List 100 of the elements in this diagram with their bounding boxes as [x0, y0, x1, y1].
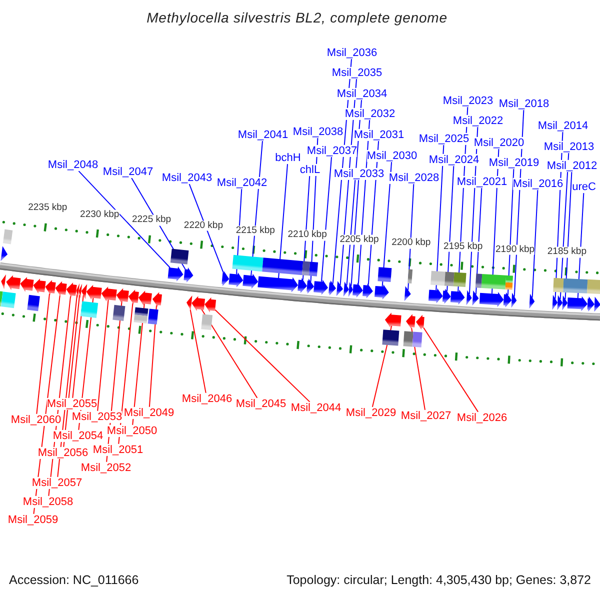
gene-label: Msil_2026 — [456, 412, 508, 424]
gene-label: Msil_2030 — [366, 150, 418, 162]
gene-label: Msil_2018 — [498, 98, 550, 110]
gene-block — [314, 280, 328, 295]
leader-line — [302, 176, 310, 280]
gene-block — [404, 286, 411, 302]
gene-label: bchH — [275, 152, 301, 164]
gene-label: Msil_2053 — [72, 410, 122, 424]
gene-block — [33, 278, 46, 294]
gene-label: Msil_2034 — [336, 88, 388, 100]
leader-line — [188, 184, 224, 274]
gene-label: Msil_2014 — [538, 120, 588, 132]
leader-line — [475, 188, 482, 295]
gene-label: Msil_2046 — [182, 392, 232, 406]
gene-block — [384, 312, 402, 328]
leader-line — [36, 293, 50, 414]
gene-block — [138, 290, 152, 306]
gene-block — [116, 288, 129, 304]
gene-block — [204, 297, 216, 312]
gene-label: Msil_2049 — [124, 406, 174, 420]
leader-line — [278, 164, 288, 279]
gene-label: Msil_2024 — [428, 154, 480, 166]
leader-line — [132, 303, 145, 426]
scale-label: 2200 kbp — [392, 238, 431, 249]
gene-label: Msil_2022 — [452, 114, 504, 128]
leader-line — [320, 156, 332, 282]
gene-label: Msil_2056 — [38, 446, 88, 460]
gene-label: Msil_2042 — [216, 176, 268, 190]
gene-label: Msil_2044 — [290, 402, 342, 414]
gene-label: Msil_2055 — [46, 398, 98, 410]
gene-block — [20, 276, 34, 292]
leader-line — [408, 184, 414, 290]
gene-block — [152, 292, 162, 308]
gene-block — [529, 294, 535, 309]
leader-line — [201, 309, 258, 398]
scale-label: 2230 kbp — [80, 209, 120, 220]
gene-block — [362, 283, 373, 298]
gene-label: Msil_2041 — [238, 128, 288, 142]
gene-block — [222, 271, 230, 286]
leader-line — [372, 325, 392, 408]
gene-block — [552, 294, 558, 310]
gene-block — [594, 296, 600, 312]
gene-label: Msil_2052 — [80, 462, 132, 474]
leader-line — [423, 327, 479, 412]
gene-block — [128, 290, 139, 304]
gene-label: Msil_2012 — [546, 160, 598, 172]
leader-line — [63, 294, 80, 448]
gene-label: Msil_2019 — [488, 156, 540, 170]
gene-label: Msil_2059 — [8, 514, 58, 526]
gene-label: Msil_2047 — [102, 166, 154, 178]
leader-line — [131, 178, 186, 270]
gene-block — [45, 280, 56, 295]
gene-label: Msil_2037 — [306, 144, 358, 158]
gene-label: Msil_2045 — [236, 398, 286, 410]
gene-label: Msil_2029 — [346, 406, 396, 420]
scale-label: 2185 kbp — [547, 247, 586, 258]
gene-label: Msil_2025 — [418, 132, 470, 146]
leader-line — [446, 166, 454, 292]
gene-block — [416, 314, 424, 330]
leader-line — [97, 299, 109, 412]
gene-label: Msil_2057 — [32, 476, 82, 490]
leader-line — [148, 304, 158, 408]
gene-block — [101, 286, 117, 302]
title: Methylocella silvestris BL2, complete genome — [146, 10, 448, 26]
leader-line — [72, 294, 84, 398]
gene-label: Msil_2038 — [292, 126, 344, 138]
scale-label: 2220 kbp — [184, 220, 223, 232]
scale-label: 2205 kbp — [340, 234, 379, 245]
scale-label: 2195 kbp — [444, 242, 483, 252]
gene-block — [511, 292, 517, 308]
gene-block — [242, 274, 258, 289]
leader-line — [532, 190, 538, 298]
gene-block — [258, 276, 298, 292]
gene-block — [587, 296, 595, 312]
leader-line — [78, 170, 170, 268]
gene-block — [55, 281, 67, 296]
scale-label: 2225 kbp — [132, 215, 172, 226]
gene-block — [442, 288, 451, 304]
leader-line — [382, 162, 392, 287]
gene-block — [503, 292, 512, 308]
gene-block — [168, 266, 184, 282]
gene-block — [228, 272, 244, 288]
gene-label: ureC — [572, 180, 596, 194]
gene-label: Msil_2043 — [162, 172, 212, 184]
gene-label: Msil_2016 — [512, 178, 564, 190]
gene-label: Msil_2035 — [332, 66, 382, 80]
gene-block — [374, 284, 389, 300]
footer-note: Accession: NC_011666 — [9, 574, 139, 588]
gene-label: Msil_2054 — [52, 430, 104, 442]
gene-label: Msil_2050 — [106, 424, 158, 438]
gene-block — [328, 280, 336, 296]
gene-block — [343, 282, 349, 297]
gene-label: Msil_2060 — [10, 414, 62, 426]
gene-label: Msil_2051 — [92, 444, 144, 456]
scale-label: 2210 kbp — [288, 230, 327, 241]
gene-label: Msil_2028 — [388, 172, 440, 184]
gene-label: Msil_2021 — [456, 176, 508, 188]
gene-label: chlL — [300, 164, 320, 176]
gene-block — [184, 267, 194, 282]
gene-block — [0, 246, 8, 262]
